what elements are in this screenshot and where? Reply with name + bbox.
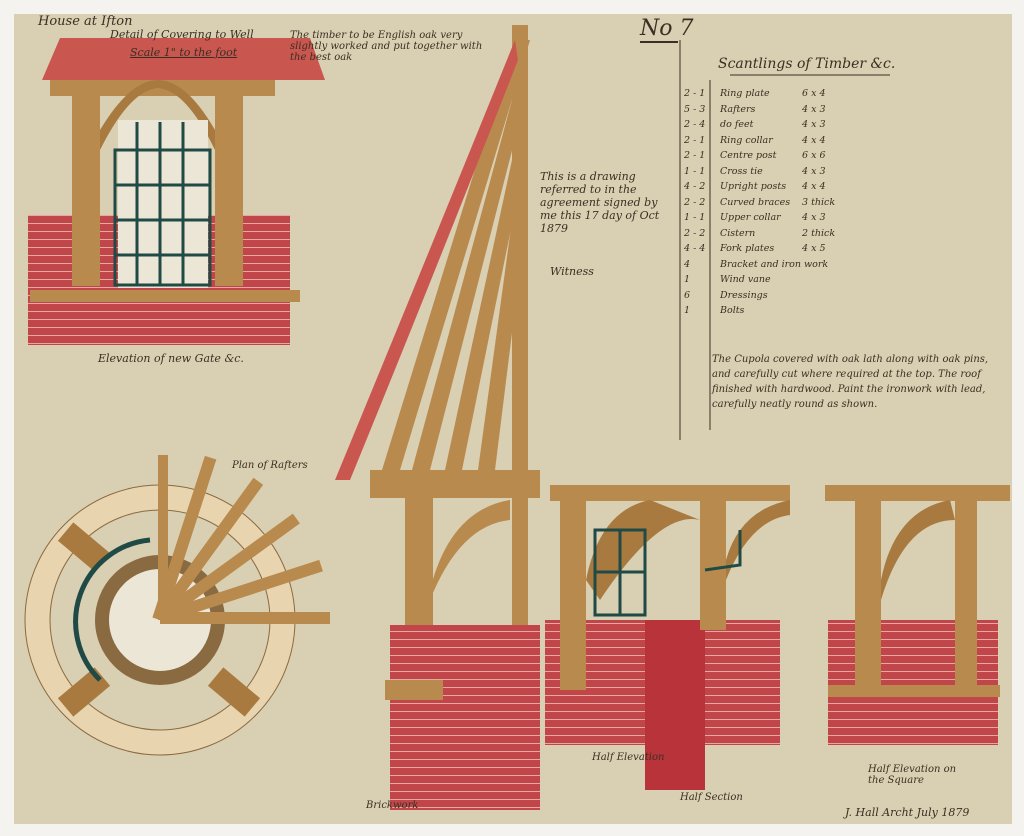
schedule-row: 2 - 1 Centre post 6 x 6 xyxy=(684,150,1004,166)
drawing-subtitle: Detail of Covering to Well xyxy=(110,28,254,41)
label-plan-rafters: Plan of Rafters xyxy=(232,460,308,471)
schedule-qty: 2 - 2 xyxy=(684,227,706,239)
label-half-elevation-square: Half Elevation on the Square xyxy=(868,764,957,786)
schedule-rules xyxy=(640,40,890,440)
schedule-qty: 2 - 1 xyxy=(684,134,706,146)
schedule-notes: The Cupola covered with oak lath along w… xyxy=(712,354,989,410)
schedule-size: 6 x 4 xyxy=(802,88,826,99)
timber-note: The timber to be English oak very slight… xyxy=(290,30,483,63)
schedule-row: 1 - 1 Cross tie 4 x 3 xyxy=(684,166,1004,182)
schedule-item: Wind vane xyxy=(720,274,771,285)
schedule-item: Ring plate xyxy=(720,88,770,99)
witness-label: Witness xyxy=(550,265,594,278)
schedule-row: 6 Dressings xyxy=(684,290,1004,306)
schedule-row: 4 - 4 Fork plates 4 x 5 xyxy=(684,243,1004,259)
drawing-title: House at Ifton xyxy=(38,14,133,29)
schedule-row: 2 - 1 Ring collar 4 x 4 xyxy=(684,135,1004,151)
schedule-size: 4 x 3 xyxy=(802,103,826,115)
schedule-qty: 4 xyxy=(684,258,691,270)
schedule-qty: 1 xyxy=(684,274,691,285)
schedule-row: 2 - 2 Curved braces 3 thick xyxy=(684,197,1004,213)
schedule-qty: 1 - 1 xyxy=(684,212,706,223)
schedule-item: Centre post xyxy=(720,150,777,161)
architect-signature: J. Hall Archt July 1879 xyxy=(845,806,970,819)
schedule-row: 5 - 3 Rafters 4 x 3 xyxy=(684,104,1004,120)
label-half-section: Half Section xyxy=(680,792,743,803)
agreement-note: This is a drawing referred to in the agr… xyxy=(540,170,660,235)
schedule-item: Fork plates xyxy=(720,243,775,254)
schedule-size: 3 thick xyxy=(802,196,836,208)
schedule-size: 4 x 5 xyxy=(802,243,826,254)
schedule-row: 1 Wind vane xyxy=(684,274,1004,290)
schedule-item: Bracket and iron work xyxy=(720,258,829,270)
schedule-size: 2 thick xyxy=(802,227,836,239)
schedule-row: 4 - 2 Upright posts 4 x 4 xyxy=(684,181,1004,197)
schedule-item: Rafters xyxy=(720,103,756,115)
label-brickwork: Brickwork xyxy=(366,800,419,811)
schedule-item: Upper collar xyxy=(720,212,781,223)
schedule-row: 2 - 2 Cistern 2 thick xyxy=(684,228,1004,244)
half-elevation-square xyxy=(825,485,1010,745)
schedule-item: Curved braces xyxy=(720,196,791,208)
schedule-row: 1 - 1 Upper collar 4 x 3 xyxy=(684,212,1004,228)
window-grille-icon xyxy=(113,122,212,287)
schedule-row: 1 Bolts xyxy=(684,305,1004,321)
schedule-item: Upright posts xyxy=(720,181,787,192)
schedule-row: 2 - 4 do feet 4 x 3 xyxy=(684,119,1004,135)
schedule-qty: 1 xyxy=(684,305,691,316)
rafter-plan xyxy=(24,455,330,756)
sheet-number: No 7 xyxy=(640,16,694,41)
schedule-qty: 4 - 4 xyxy=(684,243,706,254)
schedule-qty: 6 xyxy=(684,289,691,301)
schedule-item: Cross tie xyxy=(720,165,763,177)
schedule-size: 4 x 3 xyxy=(802,165,826,177)
schedule-qty: 2 - 4 xyxy=(684,119,706,130)
schedule-size: 4 x 4 xyxy=(802,181,826,192)
schedule-size: 4 x 4 xyxy=(802,134,826,146)
schedule-item: Dressings xyxy=(720,289,768,301)
schedule-qty: 2 - 1 xyxy=(684,150,706,161)
schedule-item: do feet xyxy=(720,119,754,130)
schedule-size: 4 x 3 xyxy=(802,119,826,130)
schedule-qty: 4 - 2 xyxy=(684,181,706,192)
schedule-qty: 5 - 3 xyxy=(684,103,706,115)
schedule-size: 4 x 3 xyxy=(802,212,826,223)
schedule-qty: 2 - 1 xyxy=(684,88,706,99)
schedule-item: Bolts xyxy=(720,305,745,316)
label-half-elevation: Half Elevation xyxy=(592,752,665,763)
spire-section xyxy=(335,25,540,810)
half-elevation xyxy=(545,485,790,790)
schedule-row: 2 - 1 Ring plate 6 x 4 xyxy=(684,88,1004,104)
schedule-row: 4 Bracket and iron work xyxy=(684,259,1004,275)
schedule-qty: 1 - 1 xyxy=(684,165,706,177)
schedule-item: Cistern xyxy=(720,227,756,239)
schedule-item: Ring collar xyxy=(720,134,773,146)
scale-label: Scale 1" to the foot xyxy=(130,46,238,59)
schedule-title: Scantlings of Timber &c. xyxy=(718,56,896,72)
label-elevation-gate: Elevation of new Gate &c. xyxy=(98,352,244,365)
schedule-qty: 2 - 2 xyxy=(684,196,706,208)
schedule-size: 6 x 6 xyxy=(802,150,826,161)
gate-elevation xyxy=(28,38,325,345)
